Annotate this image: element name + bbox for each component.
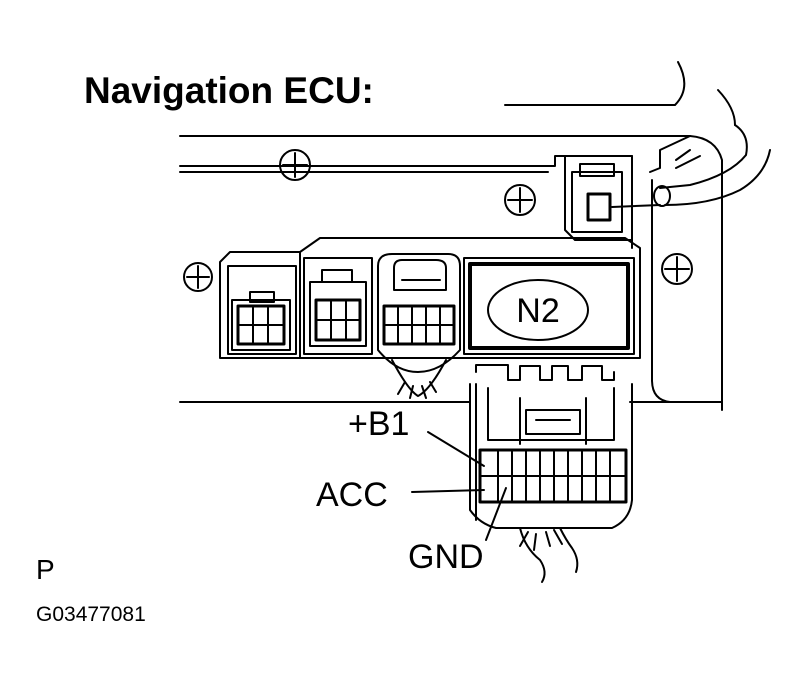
terminal-label-b1: +B1 <box>348 405 410 443</box>
terminal-label-acc: ACC <box>316 476 388 514</box>
top-small-connector <box>571 163 661 233</box>
n2-socket <box>463 257 635 355</box>
ecu-housing <box>179 135 723 411</box>
connector-2 <box>303 257 373 355</box>
diagram-title: Navigation ECU: <box>84 70 374 111</box>
connector-1 <box>227 265 297 355</box>
n2-plug-connector <box>469 364 633 583</box>
screw-icon <box>504 184 536 216</box>
figure-code-letter: P <box>36 554 55 585</box>
screw-icon <box>183 262 213 292</box>
figure-code-number: G03477081 <box>36 603 146 626</box>
top-right-cable <box>504 61 771 207</box>
connector-panel <box>219 237 641 359</box>
connector-3 <box>377 253 461 399</box>
screw-icon <box>661 253 693 285</box>
screw-icon <box>279 149 311 181</box>
leader-lines <box>411 431 507 541</box>
terminal-label-gnd: GND <box>408 538 484 576</box>
